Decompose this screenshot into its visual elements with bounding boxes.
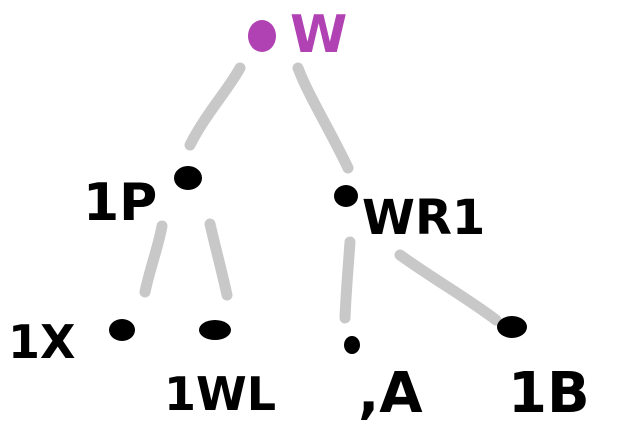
edge-wr-a	[339, 236, 356, 324]
edge-p-x	[139, 220, 168, 298]
edges	[139, 62, 502, 326]
edge-root-p	[184, 62, 246, 151]
node-b: 1B	[497, 316, 590, 426]
node-label: 1WL	[164, 367, 276, 421]
node-dot	[199, 320, 231, 340]
node-label: 1B	[508, 361, 590, 426]
edge-root-wr	[292, 62, 354, 174]
edge-p-wl	[204, 218, 233, 301]
node-dot	[334, 185, 358, 207]
node-label: 1P	[83, 173, 157, 233]
node-dot	[497, 316, 527, 338]
node-label: 1X	[8, 315, 75, 369]
node-p: 1P	[83, 166, 202, 233]
node-root: W	[248, 5, 347, 65]
node-dot	[248, 20, 276, 52]
node-a: ,A	[344, 336, 423, 426]
edge-wr-b	[394, 249, 502, 326]
node-dot	[109, 319, 135, 341]
node-x: 1X	[8, 315, 135, 369]
node-label: ,A	[358, 361, 423, 426]
node-label: WR1	[362, 190, 485, 246]
node-wl: 1WL	[164, 320, 276, 421]
node-label: W	[290, 5, 347, 65]
node-dot	[174, 166, 202, 190]
node-wr: WR1	[334, 185, 485, 246]
node-dot	[344, 336, 360, 354]
